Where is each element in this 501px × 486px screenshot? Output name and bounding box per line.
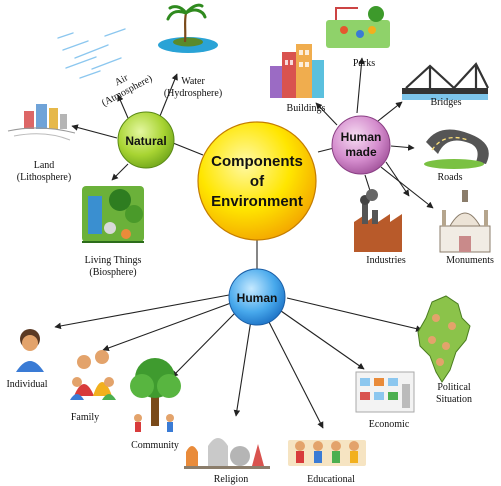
- economic-label: Economic: [369, 419, 410, 430]
- center-title-line3: Environment: [211, 193, 303, 210]
- water-island-illustration: [158, 3, 218, 53]
- religion-label: Religion: [214, 474, 248, 485]
- living-label-line2: (Biosphere): [89, 267, 136, 278]
- arrow-to-individual: [54, 294, 230, 330]
- arrow-to-educational: [267, 319, 324, 429]
- parks-label: Parks: [353, 58, 375, 69]
- land-label-line2: (Lithosphere): [17, 172, 71, 183]
- arrow-to-community: [171, 311, 237, 378]
- human-node: Human: [228, 268, 286, 326]
- individual-illustration: [16, 329, 44, 372]
- living-things-illustration: [82, 186, 144, 243]
- political-map-illustration: [417, 295, 471, 383]
- living-label-line1: Living Things: [85, 255, 142, 266]
- monuments-label: Monuments: [446, 255, 494, 266]
- roads-label: Roads: [438, 172, 463, 183]
- center-node: Components of Environment: [197, 121, 317, 241]
- industries-illustration: [354, 189, 402, 252]
- parks-illustration: [326, 6, 390, 48]
- arrow-to-family: [102, 302, 232, 352]
- arrow-to-political: [286, 297, 423, 332]
- center-title-line2: of: [250, 173, 265, 190]
- arrow-to-land: [71, 124, 118, 139]
- arrow-to-buildings: [315, 102, 338, 126]
- arrow-to-religion: [233, 319, 252, 417]
- family-illustration: [70, 350, 116, 400]
- community-illustration: [130, 358, 181, 432]
- human-made-label-line1: Human: [341, 130, 382, 144]
- link-humanmade-center: [317, 147, 335, 153]
- human-made-node: Human made: [331, 115, 391, 175]
- roads-illustration: [424, 129, 489, 169]
- natural-labels: Air (Atmosphere) Water (Hydrosphere) Lan…: [17, 72, 222, 278]
- arrow-to-economic: [280, 310, 365, 370]
- individual-label: Individual: [6, 379, 47, 390]
- natural-label: Natural: [125, 134, 166, 148]
- arrow-to-monuments-2: [385, 161, 410, 197]
- human-label: Human: [237, 291, 278, 305]
- economic-illustration: [355, 371, 415, 413]
- water-label-line1: Water: [181, 76, 205, 87]
- air-illustration: [57, 28, 126, 79]
- human-made-label-line2: made: [345, 145, 377, 159]
- bridges-label: Bridges: [430, 97, 461, 108]
- arrow-to-roads: [390, 144, 415, 151]
- bridges-illustration: [402, 62, 489, 100]
- link-natural-center: [172, 142, 204, 156]
- political-label-line1: Political: [437, 382, 471, 393]
- arrow-to-parks: [356, 57, 365, 114]
- arrow-to-living: [111, 163, 129, 181]
- monuments-illustration: [439, 190, 491, 253]
- political-label-line2: Situation: [436, 394, 472, 405]
- connectors: [54, 57, 434, 429]
- arrow-to-water: [159, 73, 178, 117]
- religion-illustration: [184, 438, 270, 469]
- land-label-line1: Land: [34, 160, 55, 171]
- educational-label: Educational: [307, 474, 355, 485]
- educational-illustration: [288, 440, 366, 466]
- natural-node: Natural: [117, 111, 175, 169]
- community-label: Community: [131, 440, 179, 451]
- buildings-illustration: [270, 44, 324, 98]
- family-label: Family: [71, 412, 99, 423]
- industries-label: Industries: [366, 255, 406, 266]
- arrow-to-air: [117, 94, 129, 119]
- center-title-line1: Components: [211, 153, 303, 170]
- human-labels: Individual Family Community Religion Edu…: [6, 379, 472, 485]
- land-illustration: [7, 104, 76, 141]
- arrow-to-bridges: [377, 101, 403, 122]
- human-made-labels: Parks Buildings Bridges Roads Industries…: [287, 58, 494, 266]
- water-label-line2: (Hydrosphere): [164, 88, 222, 99]
- buildings-label: Buildings: [287, 103, 326, 114]
- arrow-to-monuments: [380, 166, 434, 209]
